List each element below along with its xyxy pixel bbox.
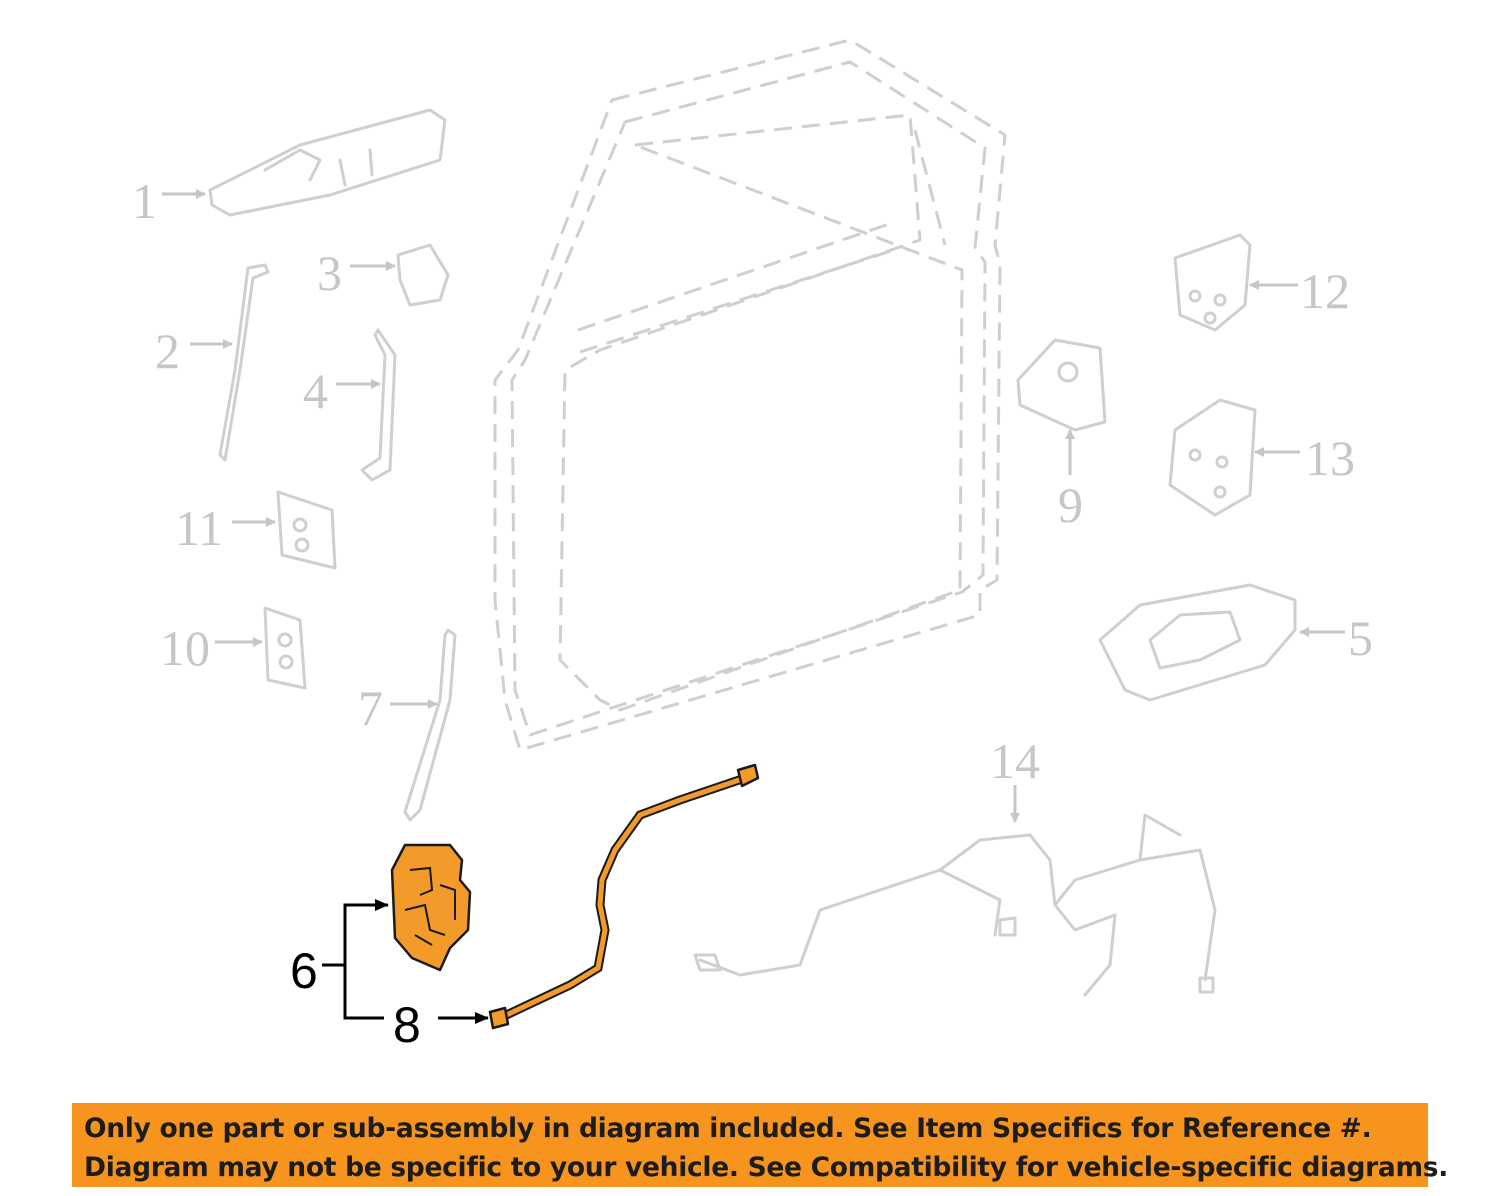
callout-2: 2	[155, 323, 233, 379]
part-8-cable	[488, 763, 760, 1030]
svg-text:2: 2	[155, 323, 180, 379]
part-4-rod	[360, 328, 397, 482]
callout-6: 6	[290, 899, 389, 1020]
part-13-hinge	[1168, 398, 1257, 517]
callout-11: 11	[175, 500, 276, 556]
svg-text:9: 9	[1058, 477, 1083, 533]
svg-text:8: 8	[393, 997, 421, 1053]
callout-8: 8	[393, 997, 489, 1053]
part-1-outer-handle	[208, 108, 447, 217]
part-11-pad	[276, 490, 337, 570]
svg-text:5: 5	[1348, 610, 1373, 666]
part-6-door-latch	[390, 843, 472, 972]
disclaimer-banner: Only one part or sub-assembly in diagram…	[72, 1103, 1449, 1187]
svg-text:12: 12	[1300, 263, 1350, 319]
callout-9: 9	[1058, 429, 1083, 533]
part-2-rod	[218, 263, 270, 462]
svg-text:4: 4	[303, 363, 328, 419]
callout-10: 10	[160, 620, 263, 676]
svg-text:10: 10	[160, 620, 210, 676]
part-3-clip	[396, 243, 450, 307]
callout-5: 5	[1299, 610, 1373, 666]
disclaimer-line-2: Diagram may not be specific to your vehi…	[84, 1152, 1449, 1183]
callout-3: 3	[317, 245, 396, 301]
svg-text:6: 6	[290, 943, 318, 999]
callout-13: 13	[1254, 430, 1355, 486]
part-5-inner-handle	[1098, 583, 1297, 702]
door-outline	[493, 38, 1007, 752]
callout-7: 7	[358, 680, 438, 736]
callout-4: 4	[303, 363, 381, 419]
svg-text:1: 1	[132, 173, 157, 229]
svg-text:14: 14	[990, 733, 1040, 789]
svg-text:13: 13	[1305, 430, 1355, 486]
part-12-hinge	[1173, 233, 1252, 332]
svg-text:7: 7	[358, 680, 383, 736]
callout-14: 14	[990, 733, 1040, 823]
part-9-striker	[1016, 338, 1107, 432]
part-14-wire-harness	[693, 813, 1217, 997]
svg-text:3: 3	[317, 245, 342, 301]
svg-text:11: 11	[175, 500, 223, 556]
part-7-rod	[403, 628, 457, 822]
callout-12: 12	[1249, 263, 1350, 319]
disclaimer-line-1: Only one part or sub-assembly in diagram…	[84, 1113, 1372, 1144]
callout-1: 1	[132, 173, 206, 229]
part-10-pad	[263, 606, 307, 690]
